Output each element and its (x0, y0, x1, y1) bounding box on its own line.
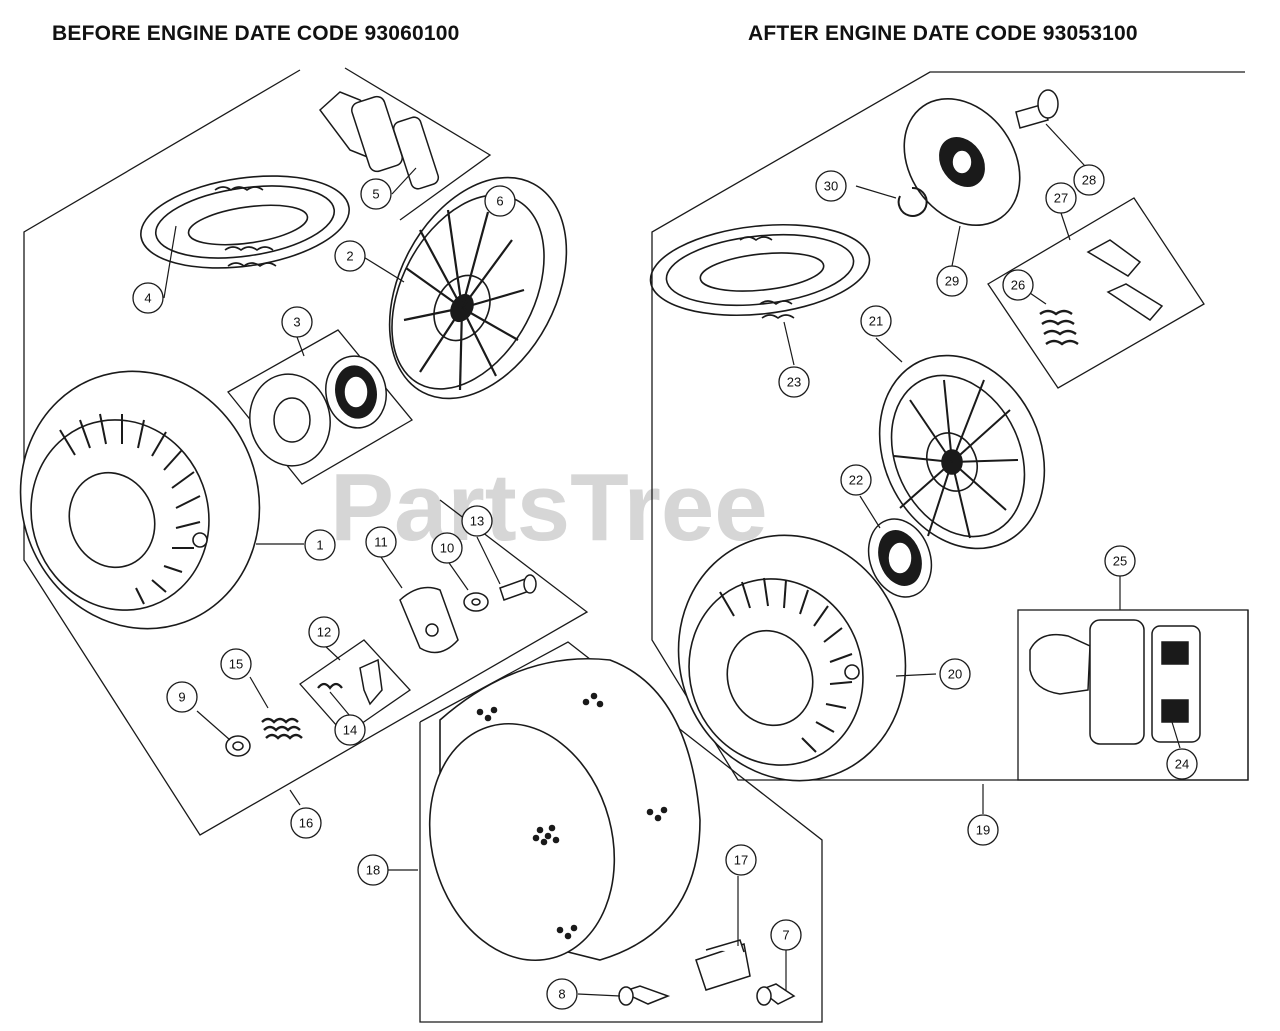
callout-bubbles (132, 164, 1198, 1010)
callout-23: 23 (787, 375, 801, 390)
starter-handle-left (318, 91, 440, 190)
callout-19: 19 (976, 823, 990, 838)
cup-assembly-left (249, 355, 387, 467)
callout-26: 26 (1011, 278, 1025, 293)
callout-21: 21 (869, 314, 883, 329)
starter-handle-right (1029, 619, 1201, 745)
starter-housing-left (19, 370, 261, 630)
callout-24: 24 (1175, 757, 1189, 772)
callout-11: 11 (374, 535, 388, 550)
callout-4: 4 (144, 291, 151, 306)
blower-housing-outline (419, 641, 823, 1023)
callout-20: 20 (948, 667, 962, 682)
cup-22 (867, 518, 933, 598)
callout-3: 3 (293, 315, 300, 330)
screw-28 (1015, 89, 1059, 129)
callout-15: 15 (229, 657, 243, 672)
retaining-ring-30 (897, 186, 928, 217)
callout-27: 27 (1054, 191, 1068, 206)
right-assembly-outline (651, 71, 1249, 781)
callout-12: 12 (317, 625, 331, 640)
callout-18: 18 (366, 863, 380, 878)
pulley-left (388, 176, 568, 400)
callout-16: 16 (299, 816, 313, 831)
callout-17: 17 (734, 853, 748, 868)
callout-14: 14 (343, 723, 357, 738)
callout-6: 6 (496, 194, 503, 209)
callout-8: 8 (558, 987, 565, 1002)
callout-1: 1 (316, 538, 323, 553)
callout-leaders (163, 123, 1181, 997)
callout-9: 9 (178, 690, 185, 705)
starter-housing-20 (677, 534, 907, 782)
callout-10: 10 (440, 541, 454, 556)
callout-25: 25 (1113, 554, 1127, 569)
dog-spring-washer-left (225, 658, 383, 757)
watermark-text: PartsTree (330, 454, 768, 561)
retainer-plate-29 (903, 98, 1021, 226)
callout-30: 30 (824, 179, 838, 194)
callout-5: 5 (372, 187, 379, 202)
bracket-and-bolts (618, 939, 796, 1006)
callout-28: 28 (1082, 173, 1096, 188)
dogs-and-spring-right (1039, 239, 1164, 346)
callout-2: 2 (346, 249, 353, 264)
callout-7: 7 (782, 928, 789, 943)
header-after-date-code: AFTER ENGINE DATE CODE 93053100 (748, 22, 1138, 45)
callout-22: 22 (849, 473, 863, 488)
recoil-spring-left (140, 175, 350, 269)
header-before-date-code: BEFORE ENGINE DATE CODE 93060100 (52, 22, 460, 45)
callout-29: 29 (945, 274, 959, 289)
plate-washer-screw-left (399, 574, 537, 654)
callout-13: 13 (470, 514, 484, 529)
pulley-21 (878, 354, 1046, 550)
blower-housing-18 (428, 657, 701, 962)
recoil-spring-23 (649, 223, 871, 319)
